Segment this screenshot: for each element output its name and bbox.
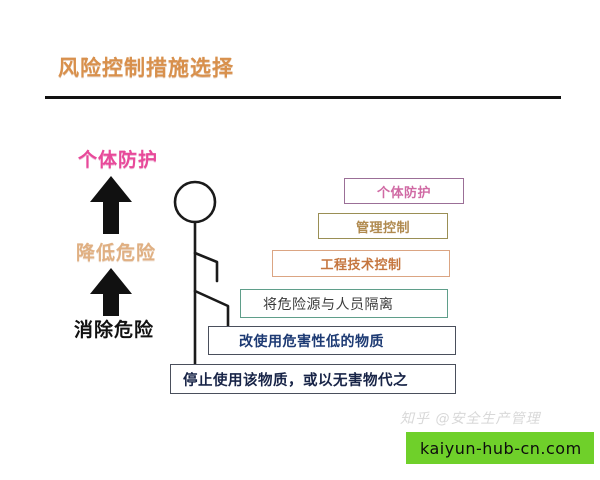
label-personal-protection: 个体防护 xyxy=(78,149,159,171)
page-title: 风险控制措施选择 xyxy=(58,56,234,80)
measure-box-engineering-control[interactable]: 工程技术控制 xyxy=(272,250,450,277)
arrow-head xyxy=(90,268,132,294)
url-banner-text: kaiyun-hub-cn.com xyxy=(420,438,582,458)
arrow-shaft xyxy=(103,293,119,316)
arrow-shaft xyxy=(103,201,119,234)
figure-head xyxy=(173,180,217,224)
title-divider xyxy=(45,96,561,99)
watermark-text: 知乎 @安全生产管理 xyxy=(400,411,541,427)
label-eliminate-risk: 消除危险 xyxy=(74,319,155,341)
url-banner[interactable]: kaiyun-hub-cn.com xyxy=(406,432,594,464)
figure-lower-arm xyxy=(193,289,230,329)
label-reduce-risk: 降低危险 xyxy=(76,242,157,264)
up-arrow-top-icon xyxy=(90,176,132,234)
measure-box-administrative-control[interactable]: 管理控制 xyxy=(318,213,448,239)
measure-box-stop-using-substance[interactable]: 停止使用该物质，或以无害物代之 xyxy=(170,364,456,394)
up-arrow-bottom-icon xyxy=(90,268,132,316)
figure-upper-arm xyxy=(193,251,219,283)
arrow-head xyxy=(90,176,132,202)
measure-box-isolate-hazard[interactable]: 将危险源与人员隔离 xyxy=(240,289,448,318)
measure-box-personal-protection[interactable]: 个体防护 xyxy=(344,178,464,204)
measure-box-substitute-less-harmful[interactable]: 改使用危害性低的物质 xyxy=(208,326,456,355)
